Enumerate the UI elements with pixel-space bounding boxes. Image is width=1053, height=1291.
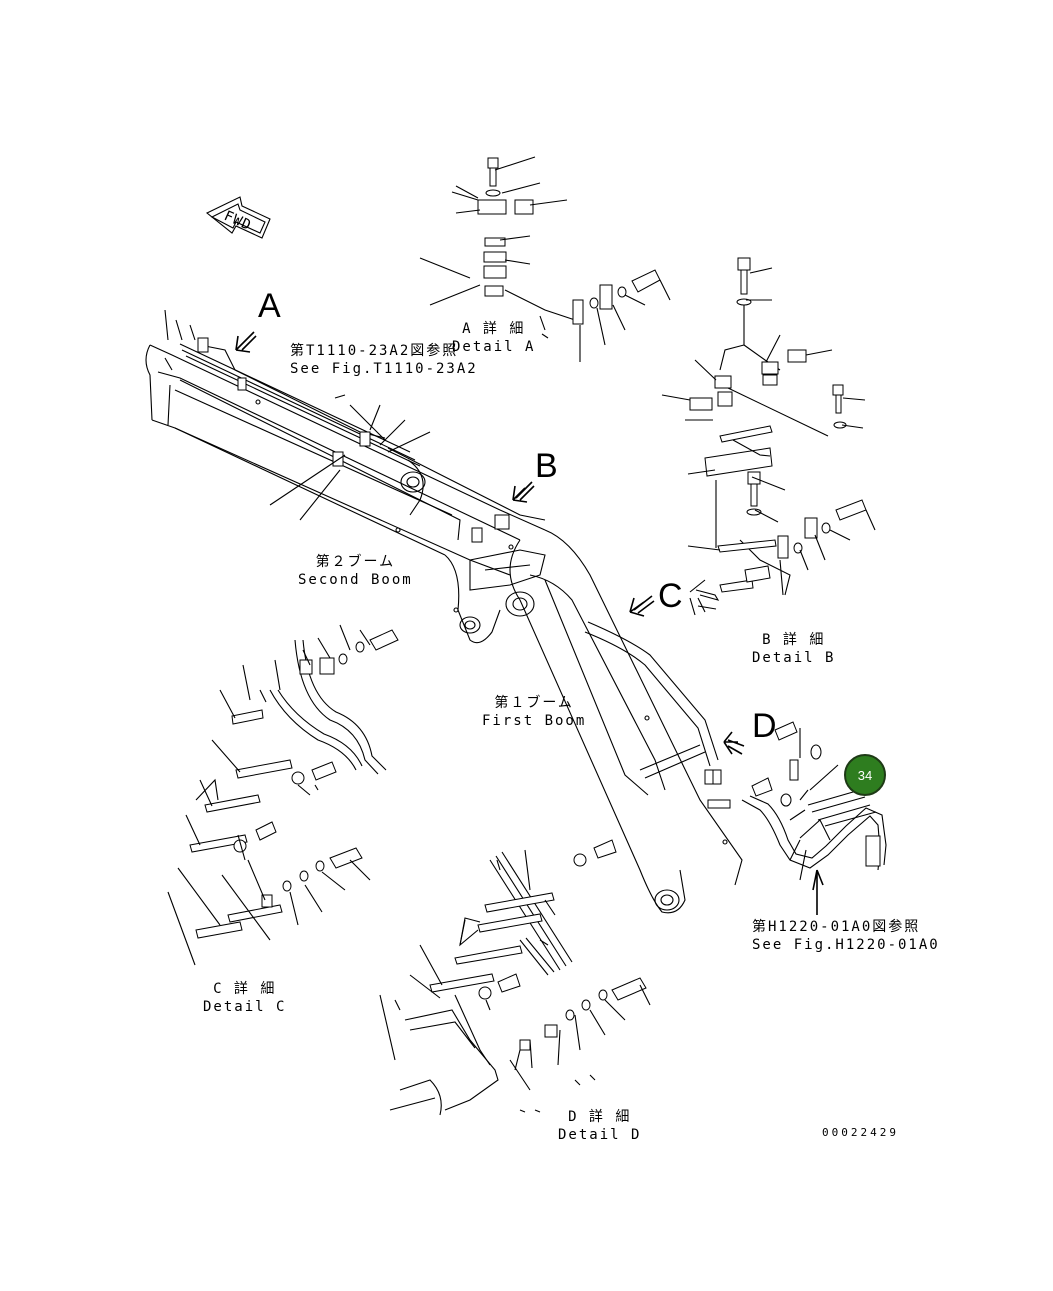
view-letter-b: B xyxy=(535,447,558,485)
detail-b-jp: B 詳 細 xyxy=(762,632,826,648)
second-boom-jp: 第２ブーム xyxy=(315,554,396,570)
first-boom-en: First Boom xyxy=(482,713,587,729)
ref-bottom-en: See Fig.H1220-01A0 xyxy=(752,937,940,953)
second-boom-en: Second Boom xyxy=(298,572,413,588)
detail-c-exploded-parts xyxy=(167,624,399,966)
detail-c-en: Detail C xyxy=(203,999,287,1015)
detail-b-exploded-parts xyxy=(661,257,876,596)
detail-a-jp: A 詳 細 xyxy=(462,321,526,337)
detail-c-jp: C 詳 細 xyxy=(213,981,277,997)
detail-a-en: Detail A xyxy=(452,339,536,355)
ref-bottom-jp: 第H1220-01A0図参照 xyxy=(752,919,921,935)
part-callout-34[interactable]: 34 xyxy=(844,754,886,796)
drawing-number: 00022429 xyxy=(822,1126,899,1139)
detail-d-en: Detail D xyxy=(558,1127,642,1143)
part-callout-number: 34 xyxy=(857,767,873,783)
d-area-piping xyxy=(741,721,887,915)
view-arrow-c-icon xyxy=(629,595,655,617)
ref-bottom-label: 第H1220-01A0図参照 See Fig.H1220-01A0 xyxy=(752,918,940,954)
view-arrow-a-icon xyxy=(235,331,257,353)
detail-a-label: A 詳 細 Detail A xyxy=(452,320,535,356)
ref-top-en: See Fig.T1110-23A2 xyxy=(290,361,478,377)
fwd-arrow-icon xyxy=(205,196,271,239)
detail-c-label: C 詳 細 Detail C xyxy=(203,980,286,1016)
detail-b-en: Detail B xyxy=(752,650,836,666)
ref-top-label: 第T1110-23A2図参照 See Fig.T1110-23A2 xyxy=(290,342,478,378)
detail-d-exploded-parts xyxy=(379,839,651,1116)
first-boom-label: 第１ブーム First Boom xyxy=(482,694,586,730)
detail-d-jp: D 詳 細 xyxy=(568,1109,632,1125)
detail-a-exploded-parts xyxy=(419,156,671,362)
view-letter-d: D xyxy=(752,707,777,745)
ref-top-jp: 第T1110-23A2図参照 xyxy=(290,343,459,359)
view-arrow-b-icon xyxy=(512,481,535,503)
second-boom-label: 第２ブーム Second Boom xyxy=(298,553,413,589)
first-boom-jp: 第１ブーム xyxy=(494,695,574,711)
boom-joint xyxy=(469,549,546,591)
view-letter-c: C xyxy=(658,577,683,615)
view-letter-a: A xyxy=(258,287,281,325)
detail-b-label: B 詳 細 Detail B xyxy=(752,631,835,667)
detail-d-label: D 詳 細 Detail D xyxy=(558,1108,641,1144)
view-arrow-d-icon xyxy=(723,731,745,755)
leader-lines xyxy=(164,309,720,616)
second-boom-outline xyxy=(145,337,546,644)
